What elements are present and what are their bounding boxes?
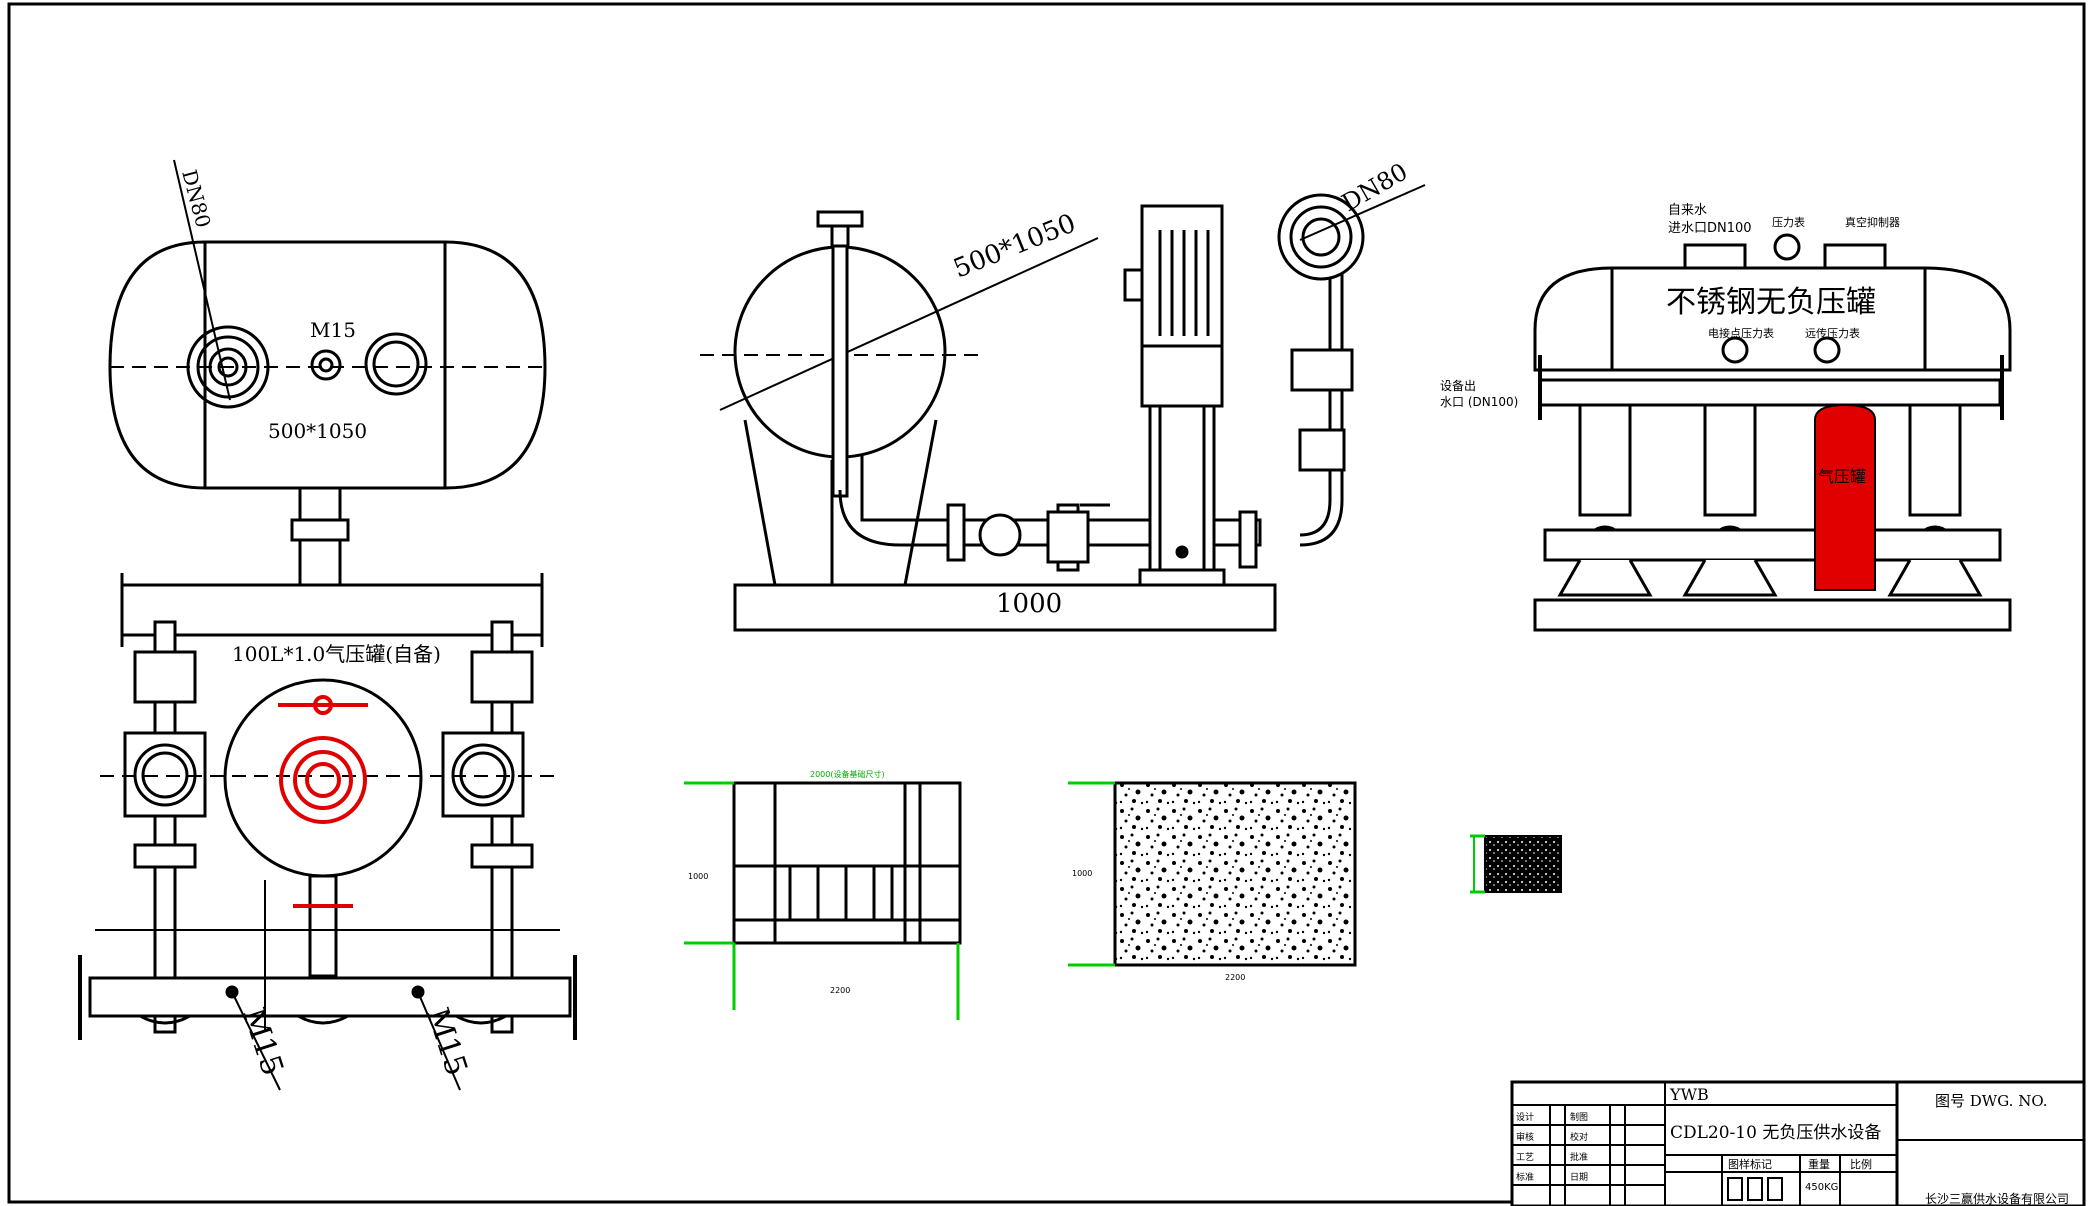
title-role-3: 工艺 [1516,1152,1534,1163]
title-weight-value: 450KG [1805,1182,1838,1193]
detail-slab-dims [1068,781,1115,967]
side-view [700,184,1426,632]
detail-slab-bottom: 2200 [1225,973,1245,982]
iso-pressure-vessel-label: 气压罐 [1818,467,1866,486]
title-col-weight: 重量 [1808,1157,1830,1171]
plan-pressure-tank-flange [278,695,368,908]
title-company: 长沙三赢供水设备有限公司 [1925,1191,2069,1206]
detail-slab-side: 1000 [1072,869,1092,878]
detail-frame-bottom: 2200 [830,986,850,995]
side-tank-size: 500*1050 [949,208,1080,284]
title-role-2: 审核 [1516,1131,1534,1143]
title-drawing-no-label: 图号 DWG. NO. [1935,1092,2048,1110]
plan-manifold-bottom [88,976,572,1018]
plan-pressure-tank-note: 100L*1.0气压罐(自备) [232,642,441,666]
title-role-6: 校对 [1570,1131,1588,1143]
iso-view [1533,233,2012,632]
plan-pressure-tank [223,678,423,878]
title-project-code: YWB [1669,1085,1709,1104]
plan-tank-size: 500*1050 [268,419,367,443]
detail-mini-slab-dims [1470,834,1485,894]
plan-tank-body [108,240,547,490]
detail-mini-slab [1484,835,1562,893]
title-block [1510,1080,2086,1206]
side-base-length: 1000 [996,589,1062,619]
title-role-8: 日期 [1570,1172,1588,1183]
iso-pressure-vessel [1814,403,1876,591]
plan-manifold-top [120,583,544,637]
iso-inlet-label-1: 自来水 [1668,203,1707,218]
plan-gauge-port: M15 [310,318,356,342]
iso-gauge-mid-1: 电接点压力表 [1708,326,1774,340]
iso-tank-body [1533,266,2012,372]
side-pump-motor [1140,204,1224,348]
title-drawing-name: CDL20-10 无负压供水设备 [1670,1123,1881,1143]
detail-frame-dims [684,781,960,1020]
iso-outlet-label-1: 设备出 [1440,379,1476,393]
detail-frame-top: 2000(设备基础尺寸) [810,769,885,779]
title-col-ratio: 比例 [1850,1157,1872,1171]
detail-slab [1113,781,1357,967]
plan-view [78,159,577,1091]
title-role-7: 批准 [1570,1151,1588,1163]
title-col-scale: 图样标记 [1728,1157,1772,1171]
detail-frame [732,781,962,945]
detail-frame-side: 1000 [688,872,708,881]
iso-tank-title: 不锈钢无负压罐 [1666,285,1876,320]
iso-gauge-top-1: 压力表 [1772,215,1805,229]
side-outlet-size: DN80 [1337,158,1412,218]
title-role-5: 制图 [1570,1111,1588,1123]
sheet-border [7,2,2086,1204]
side-base [733,583,1277,632]
title-role-4: 标准 [1516,1171,1534,1183]
iso-outlet-label-2: 水口 (DN100) [1440,395,1518,409]
iso-gauge-mid-2: 远传压力表 [1805,326,1860,340]
iso-inlet-label-2: 进水口DN100 [1668,221,1752,236]
title-role-1: 设计 [1516,1111,1534,1123]
iso-gauge-top-2: 真空抑制器 [1845,215,1900,229]
